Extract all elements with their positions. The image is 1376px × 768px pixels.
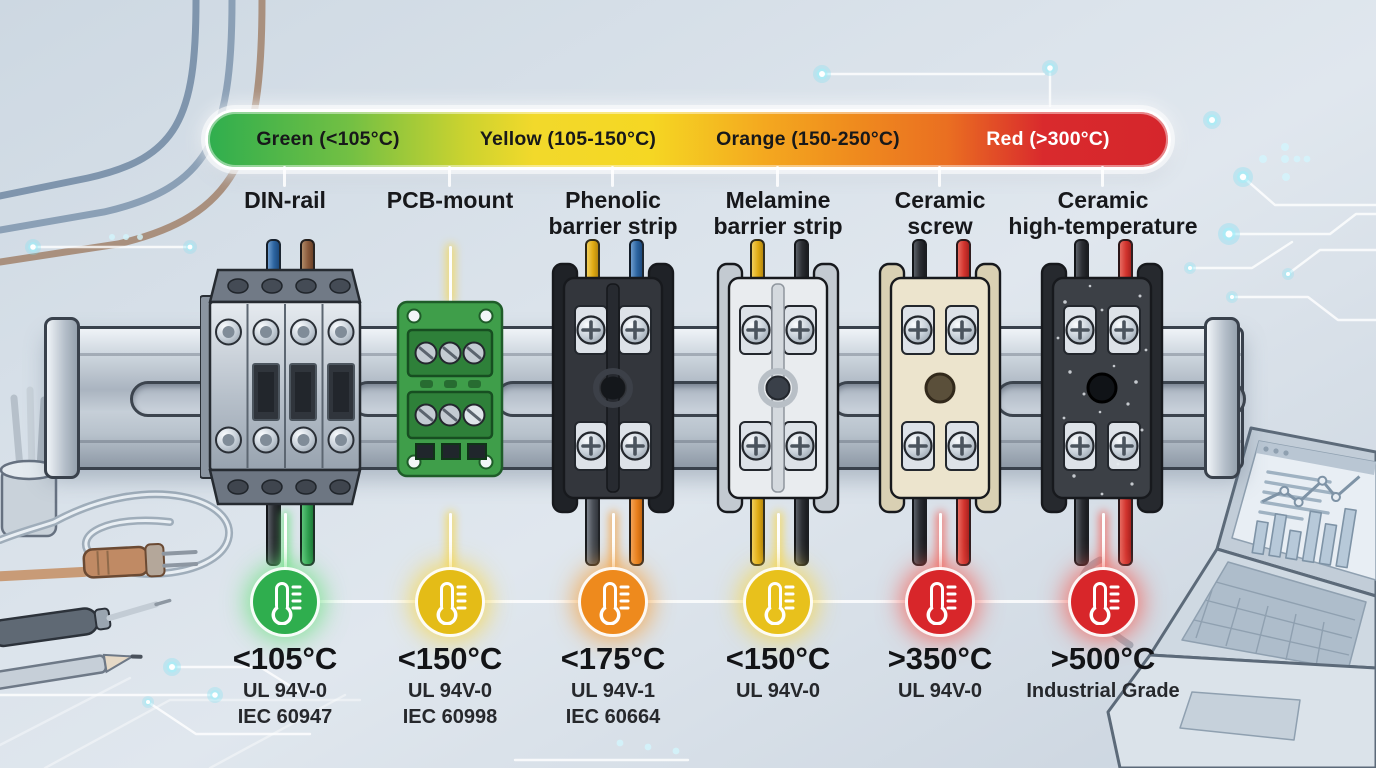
pencil-decoration — [0, 653, 143, 691]
terminal-block-ceramic-screw-illustration — [878, 262, 1002, 514]
connector-line — [283, 513, 287, 570]
thermometer-glyph — [1089, 582, 1120, 625]
label-line: barrier strip — [548, 212, 678, 239]
standards-text: UL 94V-0 IEC 60947 — [175, 678, 395, 730]
connector-line — [611, 513, 615, 570]
temp-rating: <175°C — [560, 641, 666, 676]
temp-rating: >500°C — [1050, 641, 1156, 676]
thermometer-glyph — [764, 582, 795, 625]
column-label-din-rail: DIN-rail — [175, 187, 395, 214]
connector-line — [938, 513, 942, 570]
standard-line: UL 94V-0 — [407, 680, 493, 702]
thermometer-glyph — [436, 582, 467, 625]
legend-connector — [448, 166, 451, 187]
standard-line: UL 94V-0 — [735, 680, 821, 702]
legend-connector — [776, 166, 779, 187]
circuit-traces — [0, 66, 1376, 768]
thermometer-icon — [908, 570, 972, 634]
legend-segment-orange: Orange (150-250°C) — [716, 128, 900, 150]
temp-rating: >350°C — [887, 641, 993, 676]
timeline-connector-line — [285, 600, 1103, 603]
connector-line — [448, 246, 452, 302]
cable-loop-decoration — [0, 490, 234, 578]
terminal-block-ceramic-high-temp-illustration — [1040, 262, 1164, 514]
standards-text: UL 94V-1 IEC 60664 — [503, 678, 723, 730]
temp-rating: <105°C — [232, 641, 338, 676]
standards-text: UL 94V-0 — [830, 678, 1050, 704]
connector-line — [776, 513, 780, 570]
column-label-melamine: Melamine barrier strip — [668, 187, 888, 240]
column-label-pcb-mount: PCB-mount — [340, 187, 560, 214]
terminal-block-pcb-mount-illustration — [396, 300, 504, 478]
thermometer-icon — [746, 570, 810, 634]
standard-line: UL 94V-0 — [242, 680, 328, 702]
standard-line: IEC 60998 — [402, 706, 498, 728]
loose-cables-decoration — [0, 0, 266, 266]
legend-connector — [938, 166, 941, 187]
thermometer-glyph — [926, 582, 957, 625]
soldering-iron-decoration — [0, 598, 172, 648]
legend-connector — [1101, 166, 1104, 187]
column-label-phenolic: Phenolic barrier strip — [503, 187, 723, 240]
rail-end-right — [1204, 317, 1240, 479]
speckle-texture — [1056, 284, 1148, 496]
thermometer-glyph — [271, 582, 302, 625]
temp-rating: <150°C — [397, 641, 503, 676]
label-line: Phenolic — [565, 187, 661, 213]
terminal-block-melamine-illustration — [716, 262, 840, 514]
standard-line: UL 94V-0 — [897, 680, 983, 702]
thermometer-icon — [253, 570, 317, 634]
rail-end-left — [44, 317, 80, 479]
label-line: DIN-rail — [244, 187, 326, 213]
thermometer-icon — [581, 570, 645, 634]
thermometer-icon — [1071, 570, 1135, 634]
standard-line: IEC 60664 — [565, 706, 661, 728]
thermometer-glyph — [599, 582, 630, 625]
label-line: screw — [907, 212, 973, 239]
thermometer-icon — [418, 570, 482, 634]
standard-line: Industrial Grade — [1026, 680, 1180, 702]
probe-plug-decoration — [0, 542, 199, 582]
legend-connector — [611, 166, 614, 187]
standards-text: UL 94V-0 IEC 60998 — [340, 678, 560, 730]
standard-line: UL 94V-1 — [570, 680, 656, 702]
legend-segment-yellow: Yellow (105-150°C) — [479, 128, 657, 150]
label-line: barrier strip — [713, 212, 843, 239]
connector-line — [448, 513, 452, 570]
legend-segment-green: Green (<105°C) — [256, 128, 400, 150]
temp-rating: <150°C — [725, 641, 831, 676]
label-line: PCB-mount — [386, 187, 514, 213]
laptop-decoration — [1077, 426, 1376, 768]
column-label-ceramic-screw: Ceramic screw — [830, 187, 1050, 240]
label-line: Melamine — [725, 187, 831, 213]
standards-text: UL 94V-0 — [668, 678, 888, 704]
label-line: Ceramic — [894, 187, 986, 213]
connector-line — [1101, 513, 1105, 570]
temperature-legend-bar: Green (<105°C) Yellow (105-150°C) Orange… — [205, 109, 1171, 170]
column-label-ceramic-high-temp: Ceramic high-temperature — [993, 187, 1213, 240]
label-line: Ceramic — [1057, 187, 1149, 213]
terminal-block-phenolic-illustration — [551, 262, 675, 514]
standard-line: IEC 60947 — [237, 706, 333, 728]
terminal-block-din-rail-illustration — [200, 268, 362, 506]
standards-text: Industrial Grade — [993, 678, 1213, 704]
label-line: high-temperature — [1008, 212, 1198, 239]
legend-connector — [283, 166, 286, 187]
legend-segment-red: Red (>300°C) — [986, 128, 1110, 150]
